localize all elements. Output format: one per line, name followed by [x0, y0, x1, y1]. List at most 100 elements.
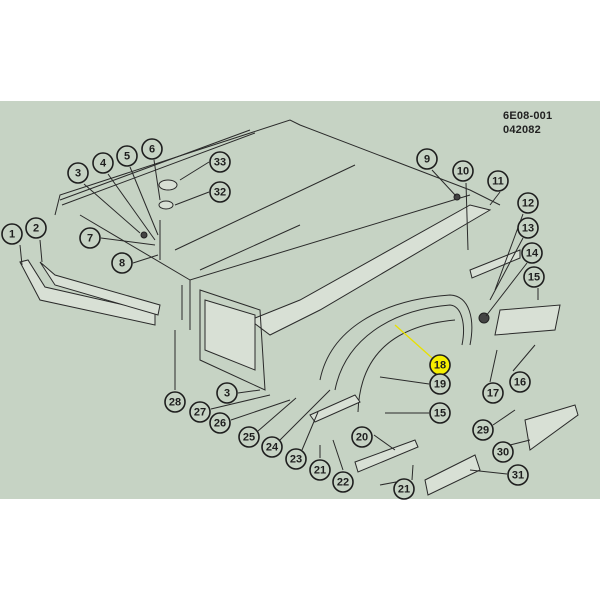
- callout-28[interactable]: 28: [164, 391, 186, 413]
- fastener-3: [140, 231, 148, 239]
- callout-circle: [164, 391, 186, 413]
- fender-top: [248, 204, 492, 336]
- callout-number: 14: [526, 248, 539, 260]
- ornament-33: [158, 179, 178, 191]
- callout-circle: [429, 373, 451, 395]
- callout-25[interactable]: 25: [238, 426, 260, 448]
- callout-circle: [472, 419, 494, 441]
- callout-18[interactable]: 18: [429, 354, 451, 376]
- callout-number: 17: [487, 388, 499, 400]
- callout-30[interactable]: 30: [492, 441, 514, 463]
- callout-circle: [332, 471, 354, 493]
- callout-9[interactable]: 9: [416, 148, 438, 170]
- side-molding: [469, 249, 521, 279]
- callout-number: 22: [337, 477, 349, 489]
- callout-17[interactable]: 17: [482, 382, 504, 404]
- callout-19[interactable]: 19: [429, 373, 451, 395]
- callout-number: 11: [492, 176, 504, 188]
- callout-number: 1: [9, 229, 15, 241]
- callout-13[interactable]: 13: [517, 217, 539, 239]
- callout-4[interactable]: 4: [92, 152, 114, 174]
- callout-circle: [116, 145, 138, 167]
- callout-5[interactable]: 5: [116, 145, 138, 167]
- callout-number: 8: [119, 258, 125, 270]
- callout-20[interactable]: 20: [351, 426, 373, 448]
- callout-number: 13: [522, 223, 534, 235]
- callout-number: 23: [290, 454, 302, 466]
- callout-21[interactable]: 21: [393, 478, 415, 500]
- callout-14[interactable]: 14: [521, 242, 543, 264]
- callout-2[interactable]: 2: [25, 217, 47, 239]
- callout-circle: [523, 266, 545, 288]
- callout-number: 18: [434, 360, 446, 372]
- callout-number: 15: [434, 408, 446, 420]
- callout-number: 24: [266, 442, 279, 454]
- callout-24[interactable]: 24: [261, 436, 283, 458]
- callout-10[interactable]: 10: [452, 160, 474, 182]
- lamp-31: [424, 454, 481, 496]
- rocker-molding: [309, 394, 361, 423]
- callout-3[interactable]: 3: [216, 382, 238, 404]
- callout-number: 19: [434, 379, 446, 391]
- callout-circle: [393, 478, 415, 500]
- callout-3[interactable]: 3: [67, 162, 89, 184]
- callout-circle: [1, 223, 23, 245]
- callout-1[interactable]: 1: [1, 223, 23, 245]
- callout-circle: [209, 151, 231, 173]
- callout-11[interactable]: 11: [487, 170, 509, 192]
- callout-circle: [285, 448, 307, 470]
- callout-33[interactable]: 33: [209, 151, 231, 173]
- callout-7[interactable]: 7: [79, 227, 101, 249]
- callout-number: 21: [398, 484, 410, 496]
- callout-23[interactable]: 23: [285, 448, 307, 470]
- lamp-30: [524, 404, 579, 451]
- callout-27[interactable]: 27: [189, 401, 211, 423]
- callout-32[interactable]: 32: [209, 181, 231, 203]
- callout-22[interactable]: 22: [332, 471, 354, 493]
- callout-circle: [429, 402, 451, 424]
- callout-circle: [351, 426, 373, 448]
- callout-number: 32: [214, 187, 226, 199]
- callout-number: 5: [124, 151, 130, 163]
- bracket-20: [354, 439, 419, 473]
- callout-number: 31: [512, 470, 524, 482]
- callout-12[interactable]: 12: [517, 192, 539, 214]
- callout-6[interactable]: 6: [141, 138, 163, 160]
- callout-15[interactable]: 15: [429, 402, 451, 424]
- callout-circle: [521, 242, 543, 264]
- callout-number: 15: [528, 272, 540, 284]
- callout-number: 3: [224, 388, 230, 400]
- callout-circle: [25, 217, 47, 239]
- hood-edge: [54, 119, 501, 216]
- callout-number: 3: [75, 168, 81, 180]
- car-body-illustration: [19, 119, 579, 496]
- callout-circle: [141, 138, 163, 160]
- callout-circle: [261, 436, 283, 458]
- headlamp: [204, 299, 256, 371]
- callout-circle: [416, 148, 438, 170]
- callout-31[interactable]: 31: [507, 464, 529, 486]
- callout-26[interactable]: 26: [209, 412, 231, 434]
- callout-number: 4: [100, 158, 107, 170]
- callout-circle: [189, 401, 211, 423]
- callout-number: 30: [497, 447, 509, 459]
- callout-circle: [509, 371, 531, 393]
- callout-16[interactable]: 16: [509, 371, 531, 393]
- callout-circle: [487, 170, 509, 192]
- callout-15[interactable]: 15: [523, 266, 545, 288]
- callout-number: 9: [424, 154, 430, 166]
- callout-number: 12: [522, 198, 534, 210]
- callout-number: 27: [194, 407, 206, 419]
- callout-8[interactable]: 8: [111, 252, 133, 274]
- callout-21[interactable]: 21: [309, 459, 331, 481]
- callout-circle: [482, 382, 504, 404]
- callout-number: 10: [457, 166, 469, 178]
- callout-number: 16: [514, 377, 526, 389]
- callout-29[interactable]: 29: [472, 419, 494, 441]
- callout-circle: [92, 152, 114, 174]
- callout-number: 26: [214, 418, 226, 430]
- callout-number: 20: [356, 432, 368, 444]
- callout-circle: [79, 227, 101, 249]
- callout-circle: [67, 162, 89, 184]
- callout-circle: [216, 382, 238, 404]
